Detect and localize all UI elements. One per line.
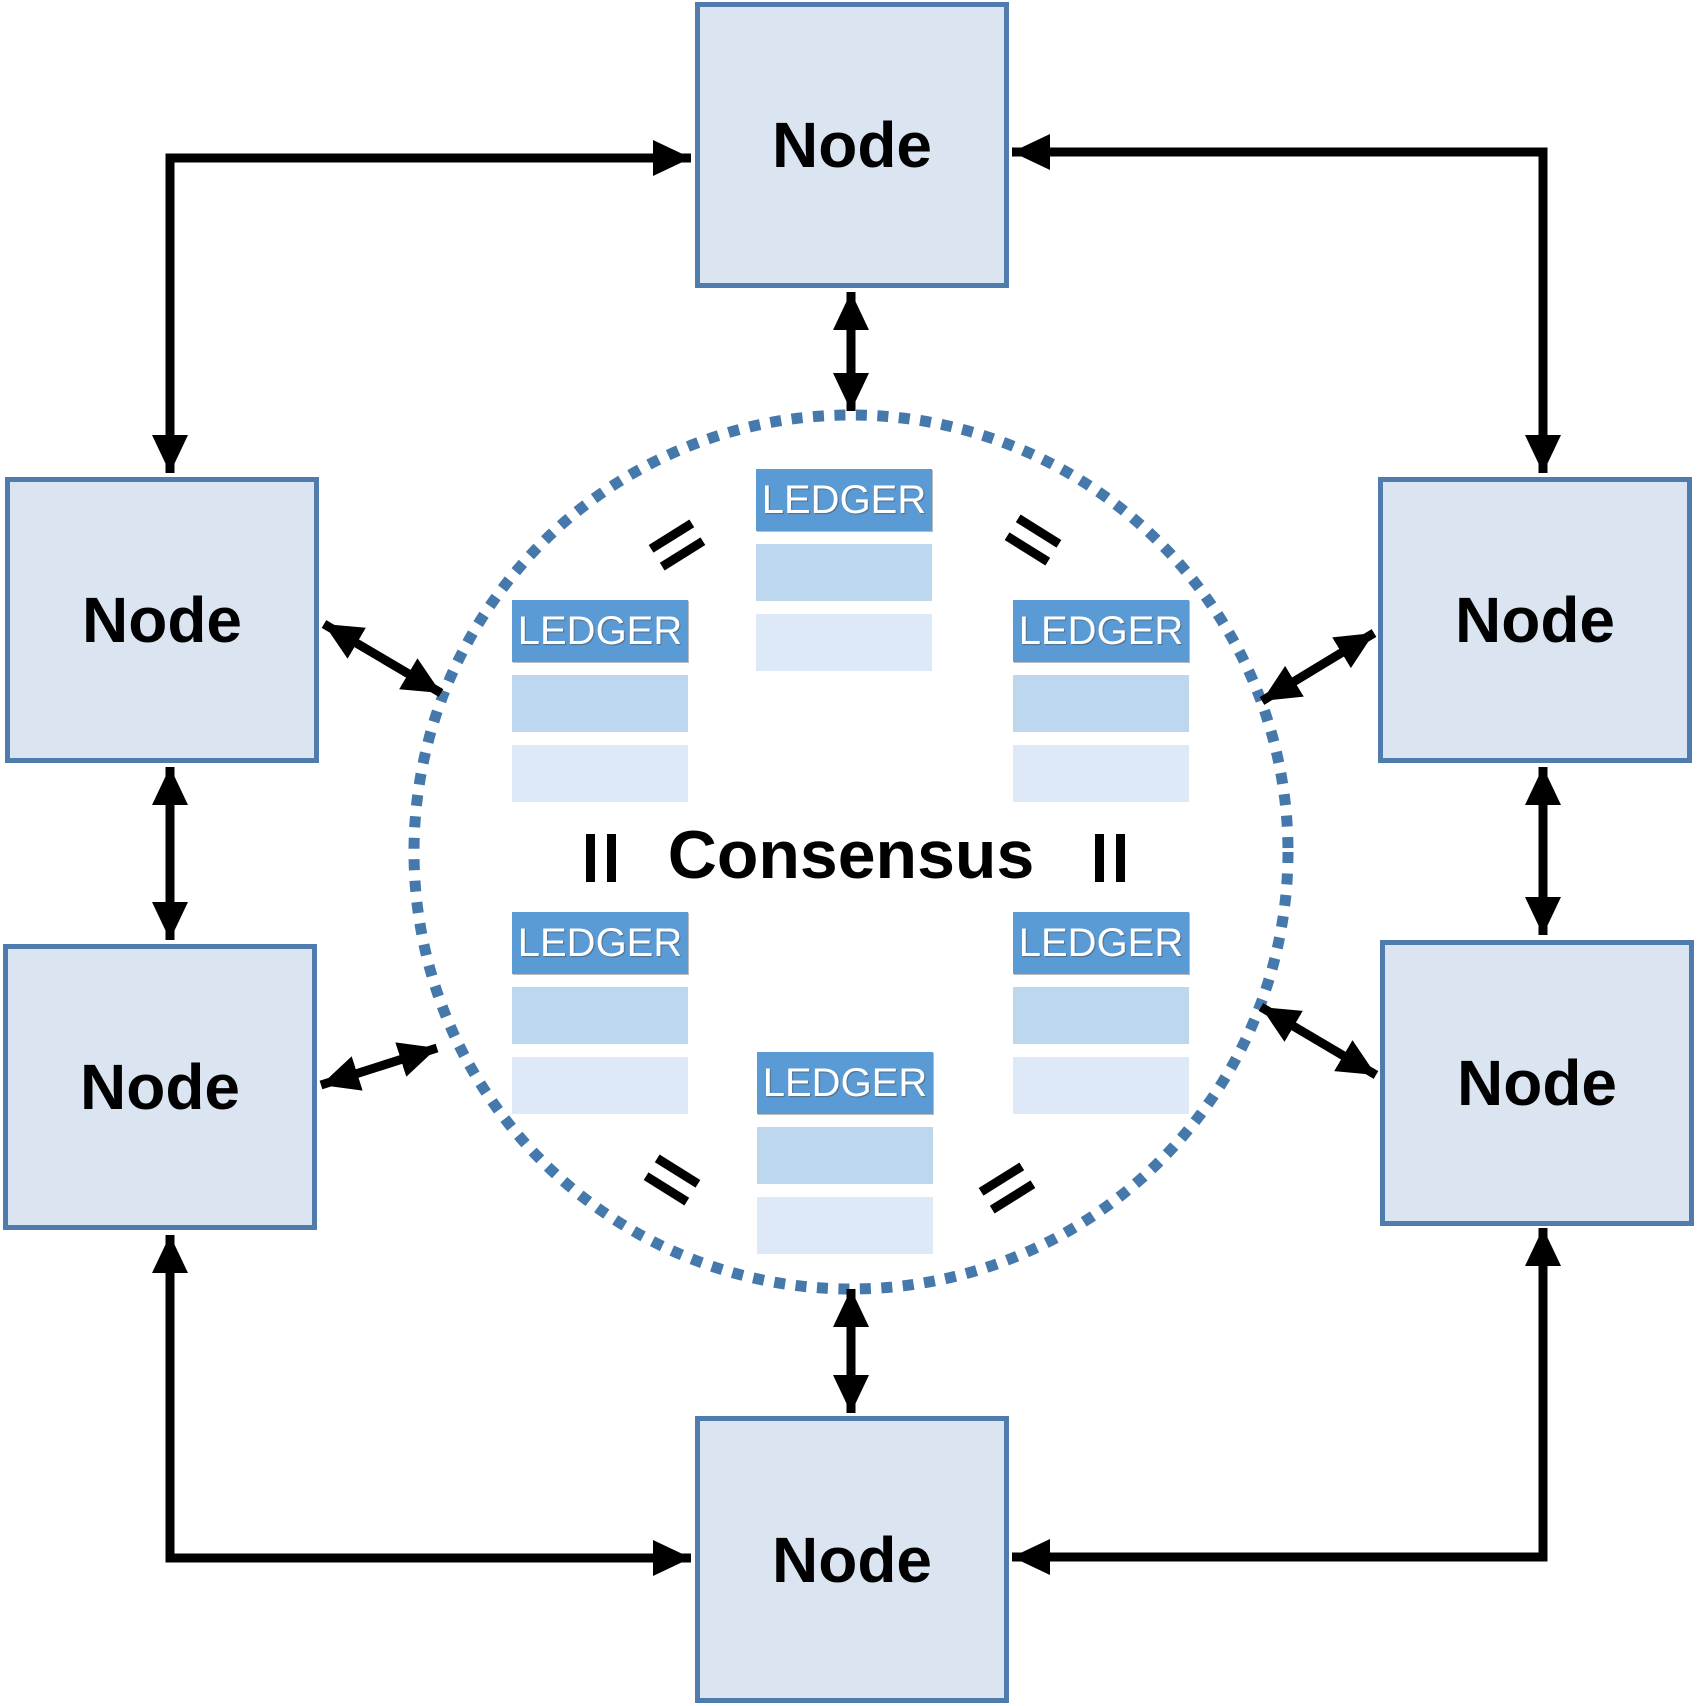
equals-bar [607,834,616,882]
node-box-bottom: Node [695,1416,1009,1703]
ledger-row [512,675,688,732]
ledger-title: LEDGER [517,608,683,653]
ledger-row [1013,1057,1189,1114]
ledger-title: LEDGER [517,920,683,965]
ledger-title: LEDGER [761,477,927,522]
ledger-row [756,614,932,671]
ledger-header: LEDGER [1013,600,1189,662]
node-label: Node [1457,1047,1617,1119]
consensus-label: Consensus [667,816,1035,893]
ledger-header: LEDGER [757,1052,933,1114]
arrow-corner-bottom-left [152,1235,691,1576]
ledger-title: LEDGER [1018,608,1184,653]
ledger-row [512,745,688,802]
arrow-left-lower-to-circle [319,1042,439,1091]
ledger-row [512,1057,688,1114]
equals-bar [1116,834,1125,882]
ledger-header: LEDGER [512,912,688,974]
ledger-header: LEDGER [512,600,688,662]
equals-icon-mid-left [586,834,616,882]
ledger-top-center: LEDGER [756,469,932,671]
node-box-top: Node [695,2,1009,288]
ledger-title: LEDGER [1018,920,1184,965]
ledger-title: LEDGER [762,1060,928,1105]
node-label: Node [80,1051,240,1123]
equals-bar [586,834,595,882]
ledger-row [1013,987,1189,1044]
ledger-row [512,987,688,1044]
ledger-bottom-center: LEDGER [757,1052,933,1254]
ledger-bottom-right: LEDGER [1013,912,1189,1114]
ledger-row [1013,745,1189,802]
node-box-left-upper: Node [5,477,319,763]
equals-bar [1095,834,1104,882]
arrow-corner-bottom-right [1012,1228,1561,1575]
ledger-left: LEDGER [512,600,688,802]
ledger-header: LEDGER [756,469,932,531]
node-box-right-upper: Node [1378,477,1692,763]
node-label: Node [82,584,242,656]
arrow-right-lower-to-circle [1258,1003,1379,1079]
equals-icon-mid-right [1095,834,1125,882]
arrow-corner-top-right [1012,134,1561,473]
node-label: Node [772,109,932,181]
node-box-left-lower: Node [3,944,317,1230]
ledger-bottom-left: LEDGER [512,912,688,1114]
consensus-dotted-circle [408,409,1294,1295]
arrow-left-upper-to-circle [321,620,444,697]
ledger-row [756,544,932,601]
ledger-right: LEDGER [1013,600,1189,802]
ledger-row [757,1197,933,1254]
ledger-row [1013,675,1189,732]
node-label: Node [1455,584,1615,656]
node-label: Node [772,1523,932,1596]
arrow-right-upper-to-circle [1259,629,1377,705]
arrow-corner-top-left [152,140,691,473]
node-box-right-lower: Node [1380,940,1694,1226]
ledger-header: LEDGER [1013,912,1189,974]
ledger-row [757,1127,933,1184]
